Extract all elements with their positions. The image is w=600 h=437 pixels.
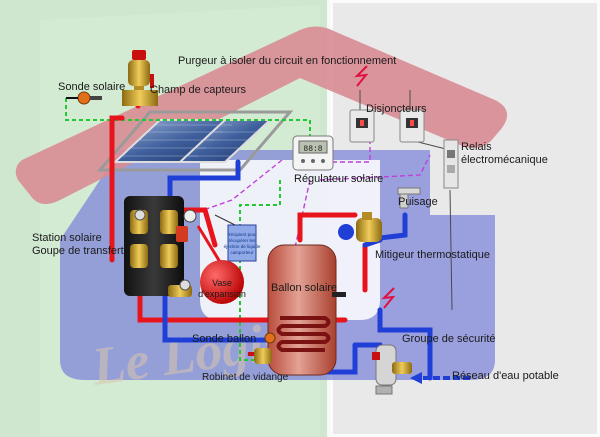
tank-sensor-label: Sonde ballon (192, 333, 256, 345)
solar-regulator: 88:8 (292, 135, 334, 171)
station-label-1: Station solaire (32, 232, 102, 244)
drain-valve (248, 348, 272, 364)
solar-sensor-label: Sonde solaire (58, 81, 125, 93)
station-label-2: Goupe de transfert (32, 245, 124, 257)
collectors-label: Champ de capteurs (150, 84, 246, 96)
tank-sensor (264, 332, 276, 344)
transfer-station (124, 196, 197, 297)
recipient-label-1: Récipient pour (227, 232, 257, 237)
safety-group (372, 344, 412, 395)
air-purger-valve (122, 50, 158, 106)
potable-water-arrow (410, 372, 470, 384)
vessel-label-2: d'expansion (198, 289, 246, 299)
recipient-label-4: caloporteur (231, 250, 254, 255)
recipient-label-3: éjection de liquide (224, 244, 261, 249)
potable-water-label: Réseau d'eau potable (452, 370, 559, 382)
recipient-label-2: récupérer les (229, 238, 257, 243)
lightning-icon (354, 65, 396, 309)
electromechanical-relay (443, 139, 459, 189)
purger-label: Purgeur à isoler du circuit en fonctionn… (178, 55, 396, 67)
faucet-label: Puisage (398, 196, 438, 208)
regulator-label: Régulateur solaire (294, 173, 383, 185)
regulator-display: 88:8 (303, 145, 322, 154)
solar-tank (267, 244, 346, 376)
thermostatic-mixer (338, 212, 382, 242)
collection-container: Récipient pour récupérer les éjection de… (214, 214, 261, 262)
faucet (397, 187, 421, 209)
breakers-label: Disjoncteurs (366, 103, 427, 115)
drain-valve-label: Robinet de vidange (202, 372, 289, 383)
tank-label: Ballon solaire (271, 282, 337, 294)
circuit-breakers (349, 109, 425, 143)
expansion-vessel (196, 225, 244, 304)
sensor-wires (65, 98, 311, 361)
solar-sensor (66, 91, 102, 105)
vessel-label-1: Vase (212, 278, 232, 288)
relay-label-2: électromécanique (461, 154, 548, 166)
relay-label-1: Relais (461, 141, 492, 153)
mixer-label: Mitigeur thermostatique (375, 249, 490, 261)
safety-group-label: Groupe de sécurité (402, 333, 496, 345)
